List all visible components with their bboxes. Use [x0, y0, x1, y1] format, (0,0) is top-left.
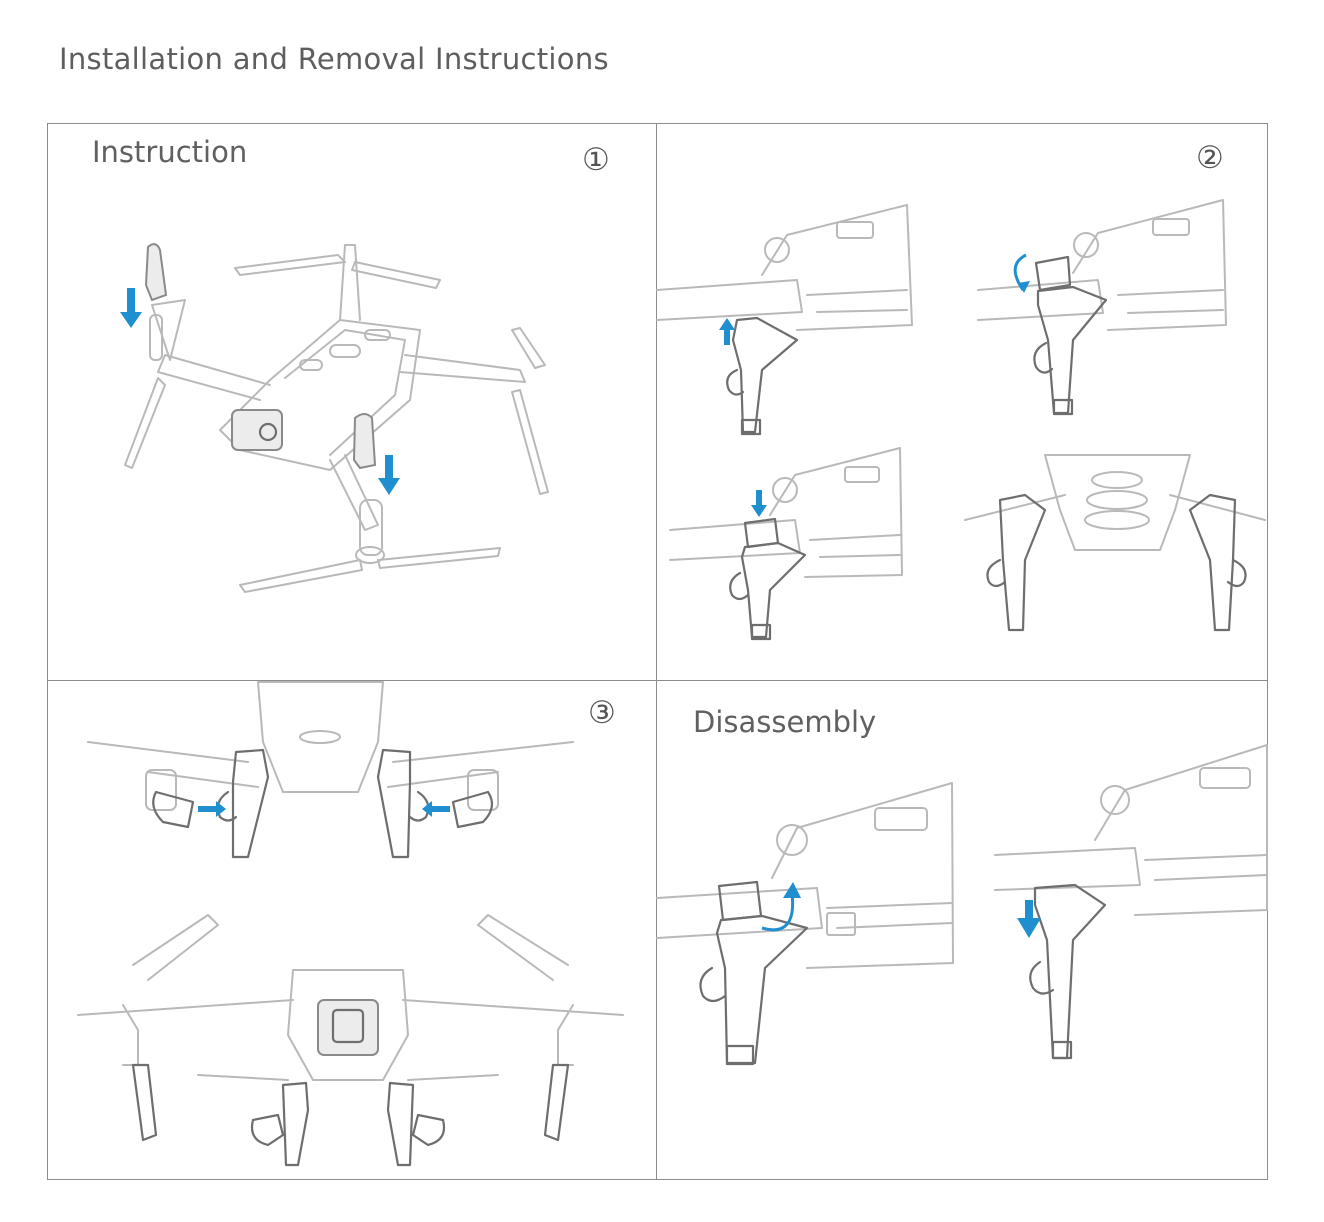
leg-closeup-2: [977, 199, 1227, 416]
drone-top-view-illustration: [120, 243, 549, 593]
attach-arrow-left: [198, 801, 226, 817]
down-arrow-3: [751, 490, 767, 517]
release-arrow-arc: [761, 892, 795, 932]
leg-closeup-3: [669, 447, 903, 641]
release-arrow-head: [783, 882, 801, 898]
grid-divider-vertical: [656, 123, 657, 1180]
disassembly-closeup-2: [994, 744, 1268, 1060]
attach-arrow-right: [422, 801, 450, 817]
rotate-arrow-head: [1018, 281, 1030, 293]
disassembly-closeup-1: [656, 782, 954, 1066]
grid-divider-horizontal: [47, 680, 1268, 681]
page-title: Installation and Removal Instructions: [59, 42, 609, 76]
insert-arrow-right: [378, 455, 400, 495]
instruction-grid: [47, 123, 1268, 1180]
step-2-badge: ②: [1196, 140, 1224, 176]
leg-pair-front-view: [964, 454, 1266, 632]
drone-front-view-bottom: [77, 914, 624, 1167]
insert-arrow-left: [120, 288, 142, 328]
step-3-badge: ③: [588, 695, 616, 731]
drone-front-view-top: [87, 681, 574, 859]
step-1-badge: ①: [582, 142, 610, 178]
disassembly-label: Disassembly: [693, 705, 877, 739]
pull-down-arrow: [1017, 900, 1041, 938]
leg-closeup-1: [656, 204, 913, 436]
instruction-label: Instruction: [92, 135, 248, 169]
up-arrow-1: [719, 318, 735, 345]
